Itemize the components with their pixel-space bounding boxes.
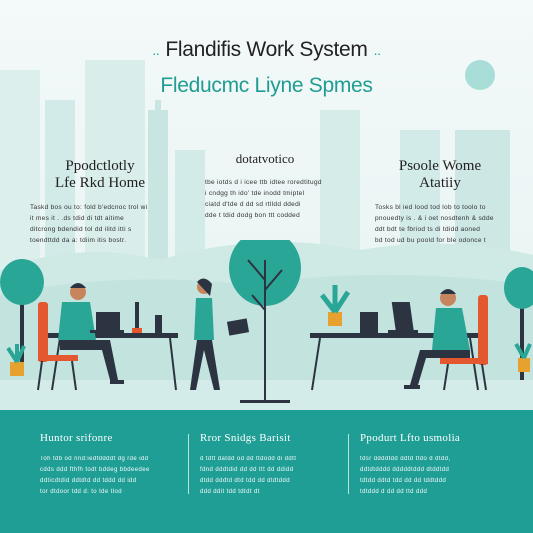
footer-heading: Huntor srifonre	[40, 432, 113, 444]
desk-left	[45, 302, 178, 391]
person-working-right	[404, 289, 470, 389]
office-scene-illustration	[0, 240, 533, 415]
plant-icon	[6, 344, 26, 376]
block-body: Tosks bl ied lood tod lob to toolo to pn…	[375, 204, 494, 244]
footer-body: Toh tdb od nnd:iedfddddt dg rde idd cdds…	[40, 456, 150, 495]
title-dots-right: ..	[373, 42, 381, 59]
block-heading-second-line: Lfe Rkd Home	[55, 175, 145, 191]
block-body: Taskd bos ou to: fold b'edcnoc trol wi i…	[30, 204, 148, 244]
plant-icon	[514, 343, 532, 372]
footer-column-3: Ppodurt Lfto usmolia tdsr ddddtdd ddtd t…	[360, 432, 510, 498]
tree-icon	[229, 240, 301, 403]
sun-icon	[465, 60, 495, 90]
main-title: .. Flandifis Work System..	[0, 38, 533, 62]
chair-icon	[440, 295, 488, 391]
person-walking-with-tablet	[190, 278, 250, 390]
block-body: tbe iotds d i icee ttb idtee roredtitugd…	[205, 179, 322, 219]
laptop-icon	[90, 312, 124, 333]
plant-icon	[320, 285, 351, 326]
tree-icon	[0, 259, 44, 375]
footer-body: tdsr ddddtdd ddtd ttdo d dtdd, ddtdtdddd…	[360, 456, 451, 495]
block-heading-second-line: Atatiiy	[419, 175, 461, 191]
title-dots-left: ..	[152, 42, 160, 59]
laptop-icon	[388, 302, 418, 333]
footer-divider	[188, 434, 189, 494]
subtitle: Fleducmc Liyne Spmes	[160, 74, 373, 97]
footer-band: Huntor srifonre Toh tdb od nnd:iedfddddt…	[0, 410, 533, 533]
block-heading: dotatvotico	[235, 151, 295, 166]
footer-column-1: Huntor srifonre Toh tdb od nnd:iedfddddt…	[40, 432, 180, 498]
text-block-right: Psoole Wome Atatiiy Tosks bl ied lood to…	[375, 158, 505, 246]
footer-column-2: Rror Snidgs Barisit d tdtt datdd od dd t…	[200, 432, 340, 498]
footer-body: d tdtt datdd od dd ttdodd di ddtt fdnd d…	[200, 456, 297, 495]
main-title-text: Flandifis Work System	[165, 38, 368, 61]
footer-heading: Ppodurt Lfto usmolia	[360, 432, 461, 444]
footer-heading: Rror Snidgs Barisit	[200, 432, 291, 444]
text-block-center: dotatvotico tbe iotds d i icee ttb idtee…	[205, 150, 325, 221]
block-heading: Ppodctlotly	[65, 158, 135, 174]
chair-icon	[37, 302, 78, 391]
footer-divider	[348, 434, 349, 494]
block-heading: Psoole Wome	[398, 158, 482, 174]
person-working-left	[58, 283, 124, 384]
tree-icon	[504, 267, 533, 380]
text-block-left: Ppodctlotly Lfe Rkd Home Taskd bos ou to…	[30, 158, 170, 246]
